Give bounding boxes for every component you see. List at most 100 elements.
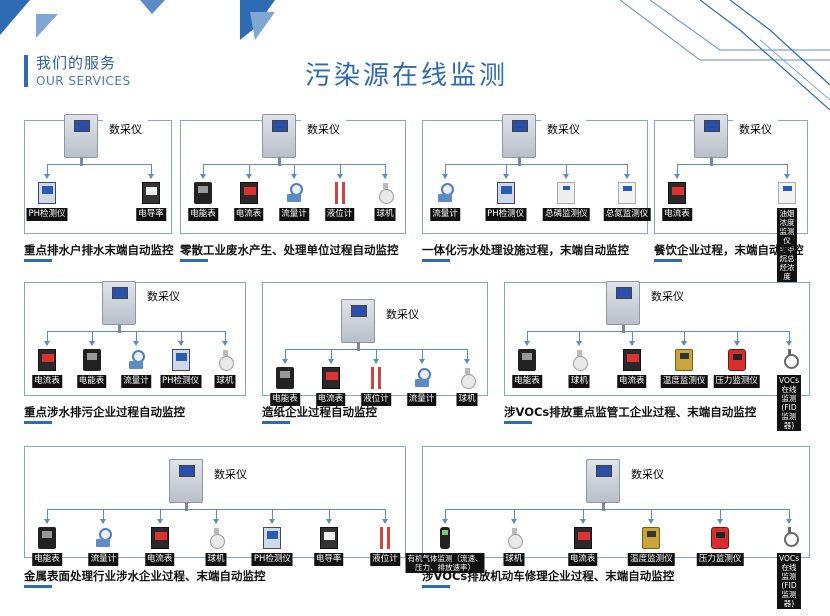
connector-arrow (442, 509, 448, 524)
header-accent-bar (24, 55, 28, 87)
caption-underline (504, 421, 532, 424)
device-label: PH检测仪 (26, 208, 68, 221)
connector-stem (279, 158, 280, 164)
panel-caption: 涉VOCs排放重点监管工企业过程、末端自动监控 (504, 405, 757, 419)
connector-arrow (442, 164, 448, 179)
conductivity-meter-icon (319, 527, 338, 549)
data-collector-label: 数采仪 (645, 287, 690, 307)
device-label: 有机气体监测（流速、压力、排放速率） (405, 553, 485, 573)
connector-arrow (717, 509, 724, 524)
conductivity-meter-icon (142, 182, 160, 204)
device-label: 流量计 (279, 208, 309, 221)
connector-arrow (327, 349, 334, 364)
caption-underline (422, 585, 450, 588)
caption-underline (24, 421, 52, 424)
diagram-panel: 数采仪电能表电流表流量计液位计球机 (180, 114, 406, 234)
panel-caption: 一体化污水处理设施过程，末端自动监控 (422, 243, 629, 257)
flow-meter-icon (285, 182, 303, 204)
connector-arrow (579, 509, 586, 524)
panel-caption: 重点排水户排水末端自动监控 (24, 243, 174, 257)
device-label: 球机 (205, 553, 227, 566)
device-label: 电流表 (662, 208, 692, 221)
device-label: PH检测仪 (251, 553, 293, 566)
connector-arrow (674, 164, 680, 179)
connector-arrow (100, 509, 107, 524)
ph-meter-icon (171, 349, 190, 371)
device-label: 电流表 (567, 553, 598, 566)
connector-bus (527, 331, 789, 332)
phosphorus-analyzer-icon (557, 182, 576, 204)
connector-bus (445, 509, 789, 510)
dome-camera-icon (216, 349, 234, 371)
header-title-en: OUR SERVICES (36, 74, 131, 88)
connector-arrow (269, 509, 276, 524)
device-label: 温度监测仪 (628, 553, 675, 566)
connector-arrow (88, 331, 95, 346)
nitrogen-analyzer-icon (618, 182, 636, 204)
connector-arrow (213, 509, 219, 524)
device-label: 球机 (568, 375, 590, 388)
ammeter-icon (622, 349, 641, 371)
device-label: 电能表 (512, 375, 542, 388)
dome-camera-icon (505, 527, 523, 549)
flow-meter-icon (413, 367, 431, 389)
device-label: 电流表 (32, 375, 62, 388)
data-collector-icon (341, 299, 375, 351)
device-label: 电能表 (188, 208, 218, 221)
device-label: 总磷监测仪 (543, 208, 590, 221)
data-collector-icon (262, 114, 296, 166)
panel-caption: 金属表面处理行业涉水企业过程、末端自动监控 (24, 569, 266, 583)
dome-camera-icon (570, 349, 589, 371)
device-label: 球机 (503, 553, 525, 566)
ammeter-icon (573, 527, 592, 549)
connector-arrow (418, 349, 425, 364)
dome-camera-icon (376, 182, 394, 204)
data-collector-label: 数采仪 (208, 465, 253, 485)
connector-stem (119, 325, 120, 331)
vocs-fid-monitor-icon (780, 527, 799, 549)
ph-meter-icon (496, 182, 515, 204)
organic-gas-monitor-icon (440, 527, 450, 549)
connector-arrow (681, 331, 688, 346)
device-label: PH检测仪 (485, 208, 527, 221)
device-label: 液位计 (370, 553, 400, 566)
level-gauge-icon (367, 367, 385, 389)
connector-arrow (784, 164, 790, 179)
caption-underline (654, 259, 682, 262)
ph-meter-icon (263, 527, 282, 549)
caption-underline (24, 585, 52, 588)
panel-caption: 涉VOCs排放机动车修理企业过程、末端自动监控 (422, 569, 675, 583)
fume-monitor-icon (778, 182, 796, 204)
flow-meter-icon (436, 182, 454, 204)
connector-bus (47, 164, 151, 165)
diagram-panel: 数采仪电能表电流表液位计流量计球机 (262, 282, 488, 406)
vocs-fid-monitor-icon (780, 349, 799, 371)
energy-meter-icon (82, 349, 101, 371)
temperature-monitor-icon (642, 527, 661, 549)
connector-arrow (382, 509, 388, 524)
connector-arrow (524, 331, 530, 346)
temperature-monitor-icon (675, 349, 694, 371)
connector-arrow (336, 164, 343, 179)
ammeter-icon (668, 182, 686, 204)
connector-arrow (245, 164, 252, 179)
connector-arrow (382, 164, 388, 179)
connector-stem (519, 158, 520, 164)
connector-arrow (502, 164, 509, 179)
device-label: 电流表 (617, 375, 647, 388)
connector-stem (711, 158, 712, 164)
connector-arrow (373, 349, 379, 364)
caption-underline (262, 421, 290, 424)
connector-arrow (282, 349, 288, 364)
device-label: 液位计 (361, 393, 391, 406)
data-collector-icon (502, 114, 536, 166)
connector-arrow (291, 164, 297, 179)
data-collector-label: 数采仪 (141, 287, 186, 307)
level-gauge-icon (376, 527, 394, 549)
device-label: 电流表 (233, 208, 264, 221)
data-collector-icon (169, 459, 203, 511)
